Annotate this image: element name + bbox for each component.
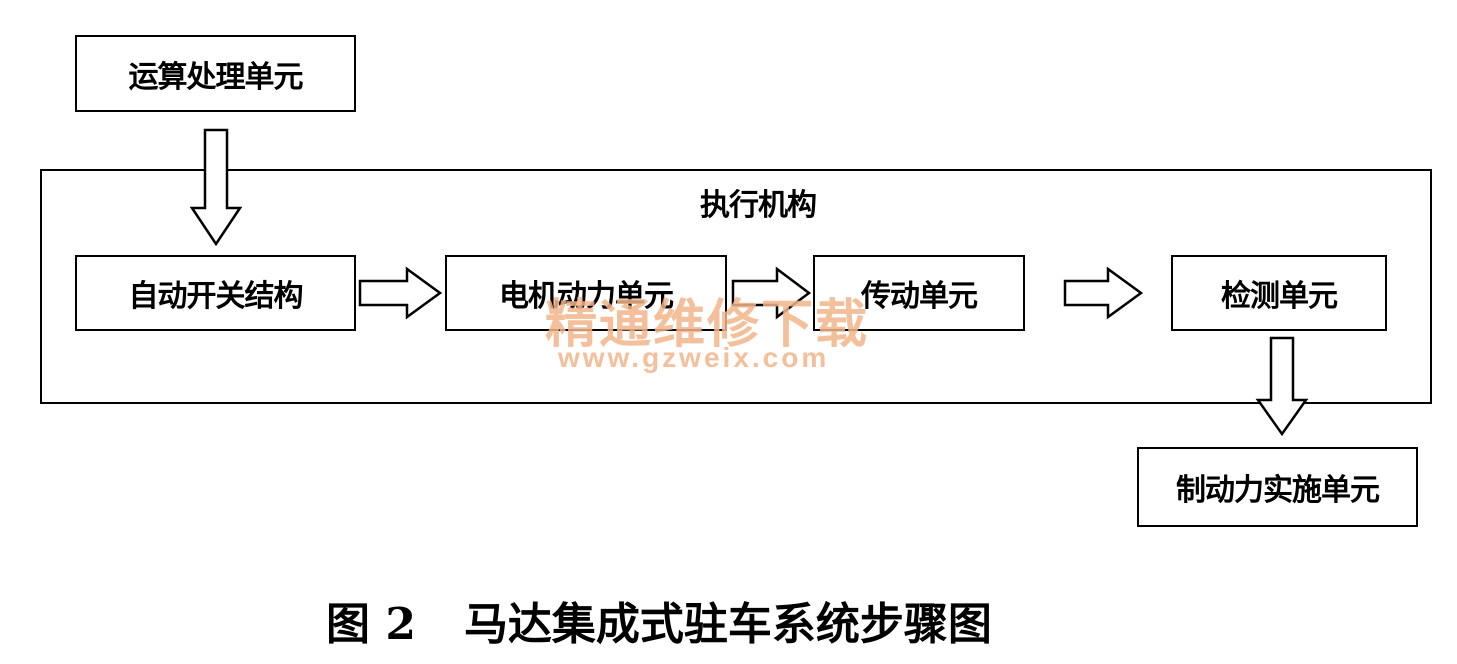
motor-power-unit-label: 电机动力单元 <box>499 279 674 314</box>
compute-processing-unit-label: 运算处理单元 <box>128 59 304 95</box>
arrow-down-detection-to-braking <box>1255 336 1309 437</box>
braking-force-application-unit-label: 制动力实施单元 <box>1176 473 1380 508</box>
braking-force-application-unit-box: 制动力实施单元 <box>1137 447 1418 527</box>
figure-number: 图 2 <box>326 599 416 650</box>
arrow-right-switch-to-motor <box>358 266 443 320</box>
actuator-group-title: 执行机构 <box>700 188 817 223</box>
actuator-group <box>40 169 1432 404</box>
auto-switch-structure-box: 自动开关结构 <box>75 255 356 331</box>
transmission-unit-box: 传动单元 <box>813 255 1025 331</box>
compute-processing-unit-box: 运算处理单元 <box>75 35 356 112</box>
figure-caption: 图 2 马达集成式驻车系统步骤图 <box>326 588 992 652</box>
arrow-right-motor-to-transmission <box>731 266 812 320</box>
motor-power-unit-box: 电机动力单元 <box>445 255 727 331</box>
arrow-down-compute-to-switch <box>189 128 243 247</box>
arrow-right-transmission-to-detection <box>1063 266 1144 320</box>
detection-unit-label: 检测单元 <box>1221 279 1338 314</box>
detection-unit-box: 检测单元 <box>1171 255 1387 331</box>
figure-title: 马达集成式驻车系统步骤图 <box>463 599 992 650</box>
transmission-unit-label: 传动单元 <box>861 279 978 314</box>
auto-switch-structure-label: 自动开关结构 <box>128 279 304 314</box>
